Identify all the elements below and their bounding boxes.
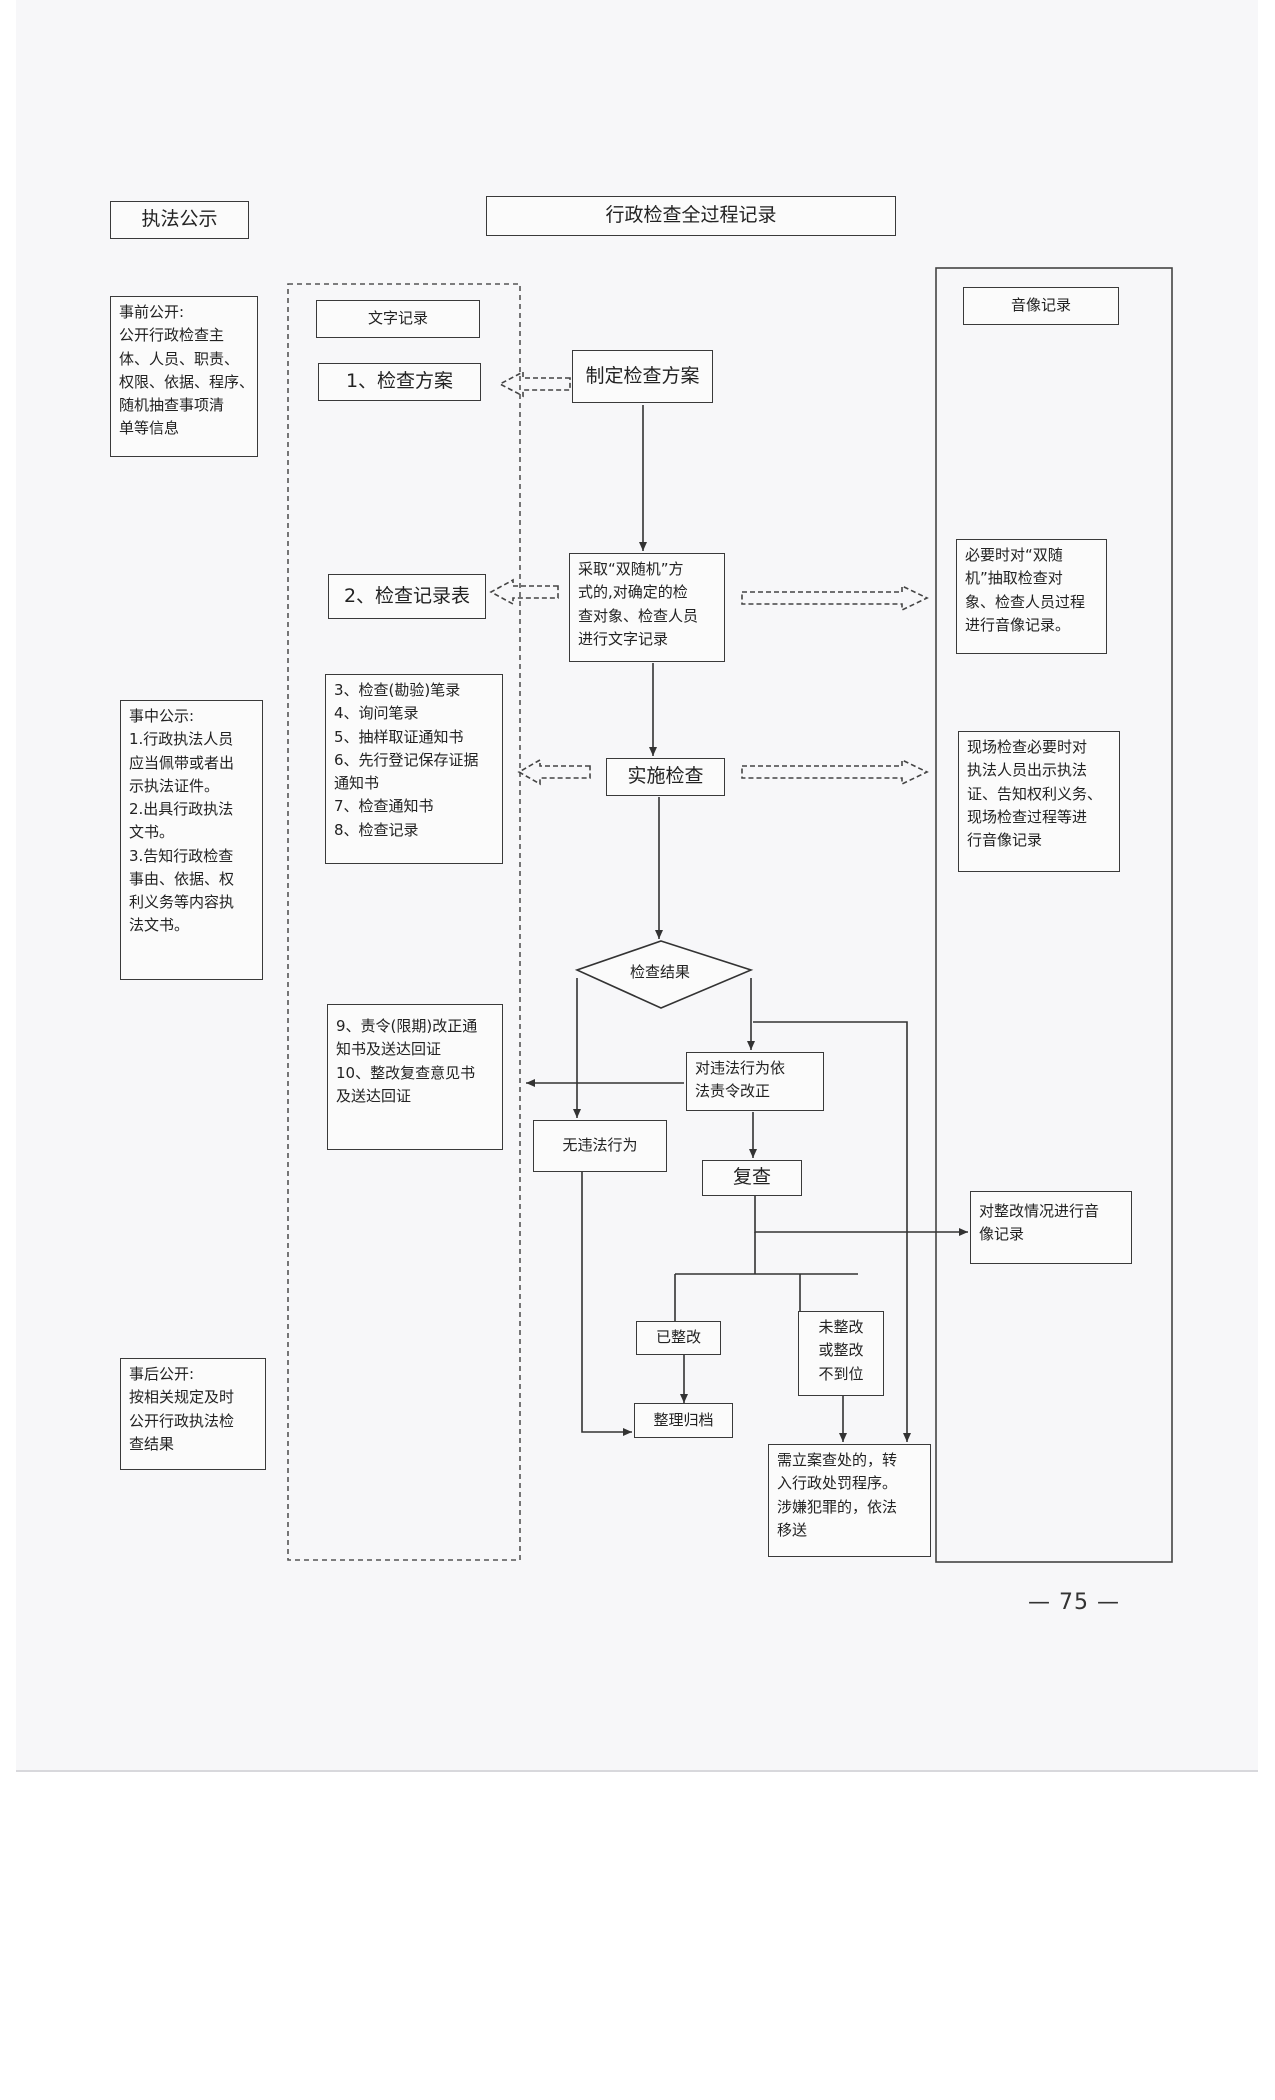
disclosure-during: 事中公示: 1.行政执法人员 应当佩带或者出 示执法证件。 2.出具行政执法 文…: [120, 700, 263, 980]
disclosure-during-line: 示执法证件。: [129, 776, 220, 795]
flow-penalty-line: 入行政处罚程序。: [777, 1474, 898, 1493]
text-record-line: 知书及送达回证: [336, 1040, 442, 1059]
text-record-plan: 1、检查方案: [318, 363, 481, 401]
av-record-header: 音像记录: [963, 287, 1119, 325]
flow-order-correction: 对违法行为依 法责令改正: [686, 1052, 824, 1111]
av-record-line: 现场检查过程等进: [967, 807, 1088, 826]
av-record-line: 行音像记录: [967, 831, 1043, 849]
av-record-line: 像记录: [979, 1225, 1025, 1244]
av-record-rectify: 对整改情况进行音 像记录: [970, 1191, 1132, 1264]
flow-not-rectified-line: 不到位: [818, 1364, 864, 1383]
av-record-line: 进行音像记录。: [965, 615, 1071, 634]
av-record-line: 象、检查人员过程: [965, 592, 1086, 611]
disclosure-before-line: 权限、依据、程序、: [119, 372, 255, 391]
text-record-line: 及送达回证: [336, 1086, 412, 1105]
disclosure-before-line: 体、人员、职责、: [119, 349, 240, 368]
flow-penalty-line: 需立案查处的，转: [777, 1451, 898, 1469]
av-record-line: 证、告知权利义务、: [967, 784, 1103, 803]
av-record-onsite: 现场检查必要时对 执法人员出示执法 证、告知权利义务、 现场检查过程等进 行音像…: [958, 731, 1120, 872]
av-record-line: 机”抽取检查对: [965, 569, 1063, 588]
av-record-random: 必要时对“双随 机”抽取检查对 象、检查人员过程 进行音像记录。: [956, 539, 1107, 654]
disclosure-during-line: 3.告知行政检查: [129, 846, 234, 865]
av-record-line: 现场检查必要时对: [967, 738, 1088, 756]
disclosure-during-line: 1.行政执法人员: [129, 730, 234, 749]
text-record-line: 9、责令(限期)改正通: [336, 1017, 478, 1035]
text-record-line: 4、询问笔录: [334, 704, 419, 723]
disclosure-during-line: 法文书。: [129, 916, 190, 935]
flow-order-line: 法责令改正: [695, 1082, 771, 1101]
flow-penalty: 需立案查处的，转 入行政处罚程序。 涉嫌犯罪的，依法 移送: [768, 1444, 931, 1557]
disclosure-before-line: 公开行政检查主: [119, 326, 225, 345]
flow-random-line: 采取“双随机”方: [578, 560, 684, 578]
flow-review: 复查: [702, 1160, 802, 1196]
flow-double-random: 采取“双随机”方 式的,对确定的检 查对象、检查人员 进行文字记录: [569, 553, 725, 662]
disclosure-during-line: 事中公示:: [129, 707, 195, 725]
disclosure-before-line: 事前公开:: [119, 303, 185, 321]
text-record-line: 通知书: [334, 774, 380, 792]
flow-not-rectified-line: 或整改: [818, 1341, 864, 1360]
disclosure-after-line: 公开行政执法检: [129, 1411, 235, 1430]
text-record-rectify-docs: 9、责令(限期)改正通 知书及送达回证 10、整改复查意见书 及送达回证: [327, 1004, 503, 1150]
text-record-line: 10、整改复查意见书: [336, 1063, 476, 1082]
disclosure-before-line: 随机抽查事项清: [119, 396, 225, 414]
disclosure-after-line: 事后公开:: [129, 1365, 195, 1383]
flow-not-rectified: 未整改 或整改 不到位: [798, 1311, 884, 1396]
flow-rectified: 已整改: [636, 1321, 721, 1355]
disclosure-header: 执法公示: [110, 201, 249, 239]
disclosure-before-line: 单等信息: [119, 419, 180, 438]
text-record-line: 3、检查(勘验)笔录: [334, 681, 461, 699]
flow-order-line: 对违法行为依: [695, 1059, 786, 1077]
disclosure-during-line: 应当佩带或者出: [129, 753, 235, 772]
flow-random-line: 进行文字记录: [578, 629, 669, 648]
flow-penalty-line: 涉嫌犯罪的，依法: [777, 1497, 898, 1516]
text-record-checklist: 2、检查记录表: [328, 574, 486, 619]
disclosure-after: 事后公开: 按相关规定及时 公开行政执法检 查结果: [120, 1358, 266, 1470]
flow-make-plan: 制定检查方案: [572, 350, 713, 403]
disclosure-after-line: 按相关规定及时: [129, 1388, 235, 1407]
page-number: — 75 —: [1028, 1590, 1120, 1615]
flow-no-violation: 无违法行为: [533, 1120, 667, 1172]
flow-penalty-line: 移送: [777, 1520, 808, 1539]
text-record-inspection-docs: 3、检查(勘验)笔录 4、询问笔录 5、抽样取证通知书 6、先行登记保存证据 通…: [325, 674, 503, 864]
text-record-line: 5、抽样取证通知书: [334, 727, 464, 746]
flow-random-line: 查对象、检查人员: [578, 606, 699, 625]
text-record-line: 6、先行登记保存证据: [334, 750, 479, 769]
av-record-line: 必要时对“双随: [965, 546, 1063, 564]
text-record-line: 7、检查通知书: [334, 797, 434, 816]
disclosure-during-line: 事由、依据、权: [129, 869, 235, 888]
flow-random-line: 式的,对确定的检: [578, 583, 688, 602]
disclosure-after-line: 查结果: [129, 1434, 175, 1453]
full-record-header: 行政检查全过程记录: [486, 196, 896, 236]
av-record-line: 对整改情况进行音: [979, 1202, 1100, 1220]
flow-result-label: 检查结果: [629, 962, 690, 981]
text-record-line: 8、检查记录: [334, 820, 419, 839]
text-record-header: 文字记录: [316, 300, 480, 338]
flow-implement: 实施检查: [606, 758, 725, 796]
disclosure-during-line: 2.出具行政执法: [129, 800, 234, 818]
disclosure-during-line: 利义务等内容执: [129, 893, 235, 911]
disclosure-before: 事前公开: 公开行政检查主 体、人员、职责、 权限、依据、程序、 随机抽查事项清…: [110, 296, 258, 457]
av-record-line: 执法人员出示执法: [967, 761, 1088, 780]
disclosure-during-line: 文书。: [129, 823, 175, 842]
flow-archive: 整理归档: [634, 1403, 733, 1438]
flow-not-rectified-line: 未整改: [818, 1318, 864, 1336]
